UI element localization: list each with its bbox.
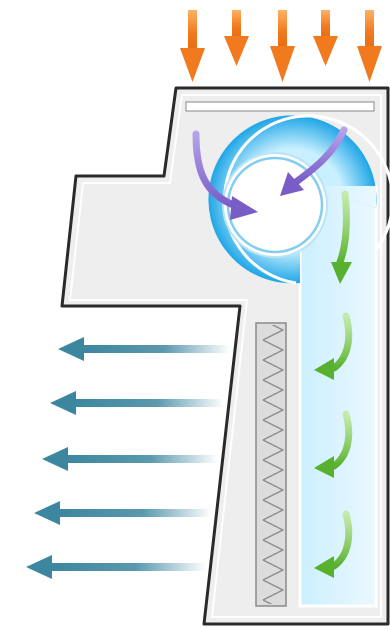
curved-down-arrow-icon bbox=[331, 190, 352, 284]
duct-arrows bbox=[314, 190, 353, 578]
discharge-duct bbox=[298, 184, 378, 608]
down-arrow-icon bbox=[224, 10, 249, 66]
curved-down-arrow-icon bbox=[314, 510, 353, 578]
left-arrow-icon bbox=[34, 501, 212, 525]
housing-inner-edge bbox=[68, 94, 382, 618]
filter-media bbox=[255, 322, 287, 607]
down-arrow-icon bbox=[313, 10, 338, 66]
outlet-arrows bbox=[26, 337, 230, 579]
down-arrow-icon bbox=[357, 10, 382, 82]
left-arrow-icon bbox=[50, 391, 224, 415]
top-vent-slot bbox=[185, 101, 375, 112]
curved-arrow-icon bbox=[192, 130, 258, 220]
inlet-arrows bbox=[180, 10, 382, 82]
curved-arrow-icon bbox=[280, 126, 348, 196]
left-arrow-icon bbox=[42, 447, 218, 471]
curved-down-arrow-icon bbox=[314, 312, 353, 380]
left-arrow-icon bbox=[58, 337, 230, 361]
down-arrow-icon bbox=[180, 10, 205, 82]
rotor-arrows bbox=[192, 126, 348, 220]
down-arrow-icon bbox=[270, 10, 295, 82]
curved-down-arrow-icon bbox=[314, 410, 353, 478]
left-arrow-icon bbox=[26, 555, 206, 579]
